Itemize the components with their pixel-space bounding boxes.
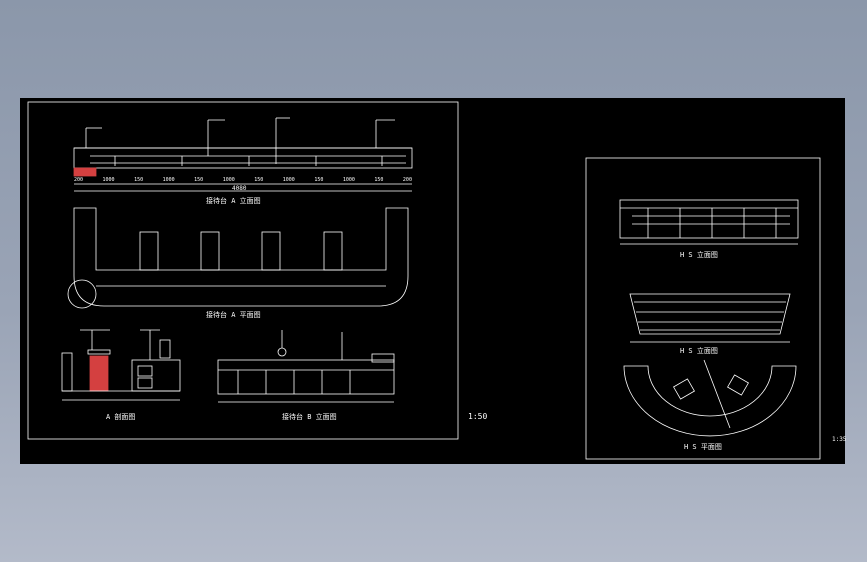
plan-chair-circle [67, 279, 97, 309]
dimension-label: 150 [254, 177, 264, 183]
overall-dimension: 4080 [232, 185, 247, 192]
plan-view [67, 207, 409, 309]
dimension-label: 150 [374, 177, 384, 183]
right-sheet-border [585, 157, 821, 460]
side-elevation [217, 330, 395, 403]
dimension-label: 150 [134, 177, 144, 183]
left-sheet-border [27, 101, 459, 440]
dimension-label: 200 [74, 177, 84, 183]
right-view-2 [629, 293, 791, 343]
right-sheet [585, 157, 821, 460]
left-scale-label: 1:50 [468, 412, 488, 421]
right-scale-label: 1:35 [832, 436, 847, 443]
section-view [61, 329, 181, 401]
right-view-2-title: H S 立面图 [680, 347, 718, 355]
front-elevation-title: 接待台 A 立面图 [206, 197, 261, 205]
front-elevation [73, 117, 413, 192]
dimension-label: 1000 [282, 177, 295, 183]
dimension-label: 200 [402, 177, 412, 183]
top-dimension-row: 200 1000 150 1000 150 1000 150 1000 150 1000 150 20… [74, 177, 412, 183]
dimension-label: 1000 [162, 177, 175, 183]
left-sheet [27, 101, 459, 440]
right-view-1-title: H S 立面图 [680, 251, 718, 259]
right-view-1 [619, 199, 799, 245]
dimension-label: 1000 [222, 177, 235, 183]
right-view-3-title: H S 平面图 [684, 443, 722, 451]
dimension-label: 150 [194, 177, 204, 183]
dimension-label: 150 [314, 177, 324, 183]
plan-view-title: 接待台 A 平面图 [206, 311, 261, 319]
dimension-label: 1000 [342, 177, 355, 183]
right-view-3 [623, 359, 797, 437]
side-elevation-title: 接待台 B 立面图 [282, 413, 337, 421]
section-hatch-red [73, 167, 97, 177]
cad-drawing[interactable] [20, 98, 845, 464]
dimension-label: 1000 [102, 177, 115, 183]
section-view-title: A 剖面图 [106, 413, 136, 421]
model-space[interactable]: 接待台 A 立面图 4080 接待台 A 平面图 A 剖面图 接待台 B 立面图… [20, 98, 847, 464]
